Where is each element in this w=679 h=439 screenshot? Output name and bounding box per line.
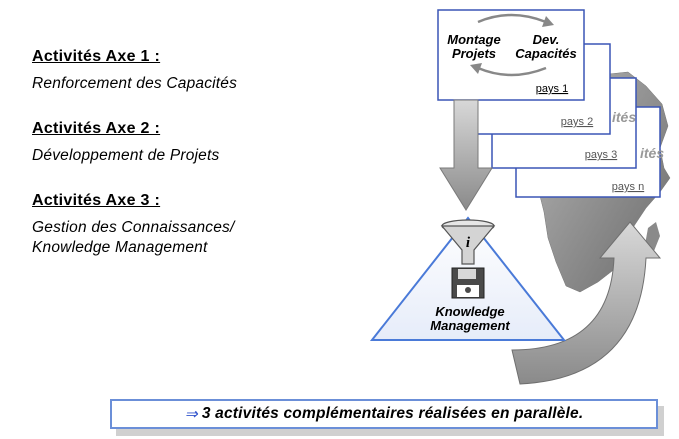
axis-2-description: Développement de Projets [32,147,220,164]
axis-2: Activités Axe 2 : Développement de Proje… [32,120,362,166]
card-pays-n-label: pays n [612,181,644,193]
axes-list: Activités Axe 1 : Renforcement des Capac… [32,48,362,284]
implies-arrow-icon: ⇒ [184,405,198,423]
card-pays-1-label: pays 1 [536,83,568,95]
info-icon: i [466,235,471,251]
diagram: pays n ités pays 3 ités pays 2 Montage P… [369,9,671,385]
summary-banner: ⇒ 3 activités complémentaires réalisées … [110,399,658,429]
axis-3: Activités Axe 3 : Gestion des Connaissan… [32,192,362,258]
axis-3-description-line-1: Gestion des Connaissances/ [32,219,235,236]
axis-3-title: Activités Axe 3 : [32,192,161,209]
axis-1-description: Renforcement des Capacités [32,75,238,92]
cycle-arrow-top [477,13,547,24]
return-arrow-icon [511,221,662,385]
cycle-arrowhead-top [542,16,554,27]
card-pays-3-label: pays 3 [585,149,617,161]
card-front-right-label-1: Dev. [533,32,560,47]
card-pays-2-peek-text: ités [612,109,636,125]
card-pays-3-peek-text: ités [640,145,664,161]
axis-3-description-line-2: Knowledge Management [32,239,208,256]
axis-1: Activités Axe 1 : Renforcement des Capac… [32,48,362,94]
axis-2-title: Activités Axe 2 : [32,120,161,137]
km-label-line-1: Knowledge [435,304,504,319]
summary-banner-text: 3 activités complémentaires réalisées en… [201,405,584,422]
axis-1-title: Activités Axe 1 : [32,48,161,65]
funnel-icon: i [440,219,496,265]
card-pays-2-label: pays 2 [561,116,593,128]
card-front-left-label-2: Projets [452,46,496,61]
card-front-right-label-2: Capacités [515,46,576,61]
floppy-disk-icon [451,267,485,299]
card-front-left-label-1: Montage [447,32,500,47]
down-arrow-icon [439,99,493,211]
cycle-arrowhead-bottom [470,63,482,74]
km-label-line-2: Management [430,318,510,333]
card-pays-1: Montage Projets Dev. Capacités pays 1 [437,9,585,101]
cycle-arrow-bottom [477,66,547,77]
